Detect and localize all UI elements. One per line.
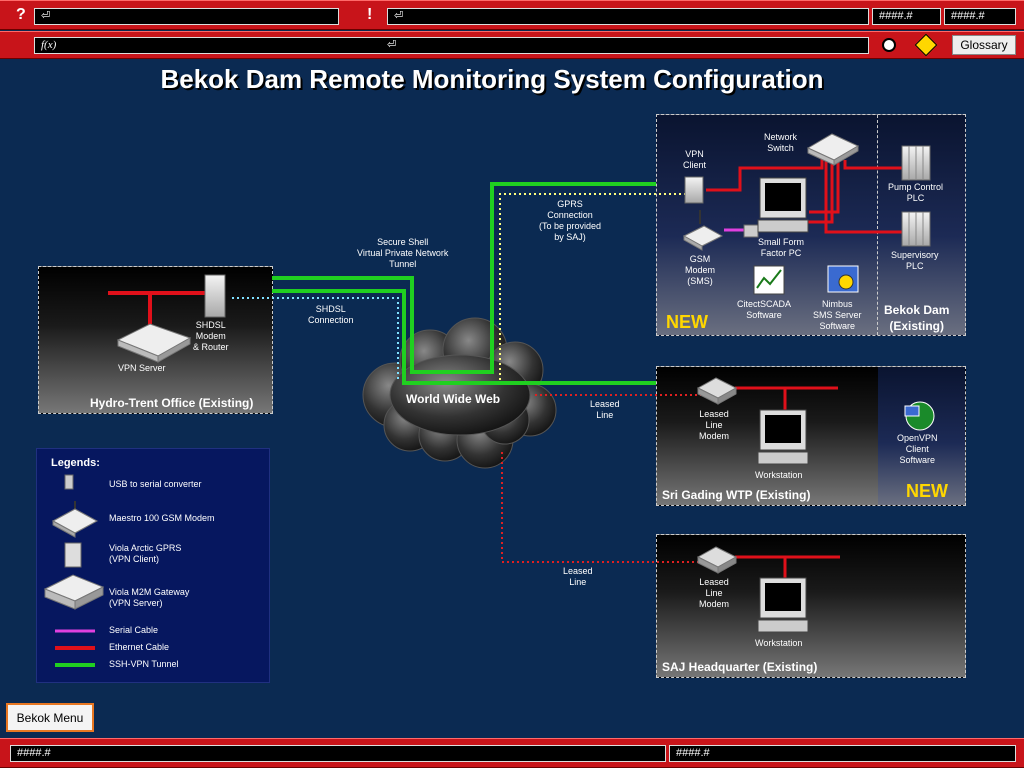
hydro-ethernet bbox=[108, 291, 205, 330]
bekok-panel-title: Bekok Dam (Existing) bbox=[884, 303, 950, 333]
legend-item-ethernet: Ethernet Cable bbox=[109, 642, 170, 652]
vpn-client-legend-icon bbox=[64, 542, 82, 568]
legend-symbols bbox=[43, 474, 105, 667]
legend-item-gsm: Maestro 100 GSM Modem bbox=[109, 513, 215, 523]
saj-panel-title: SAJ Headquarter (Existing) bbox=[662, 660, 818, 674]
supervisory-plc-label: Supervisory PLC bbox=[891, 250, 939, 271]
help-icon[interactable]: ? bbox=[16, 6, 26, 23]
shdsl-modem-device bbox=[204, 274, 226, 318]
cloud-label: World Wide Web bbox=[406, 392, 501, 406]
fx-icon: f(x) bbox=[41, 39, 57, 51]
saj-modem-label: Leased Line Modem bbox=[699, 577, 730, 609]
legend-item-vpn-client: Viola Arctic GPRS (VPN Client) bbox=[109, 543, 182, 564]
status-field-left[interactable]: ⏎ bbox=[34, 8, 339, 25]
saj-workstation-device bbox=[757, 577, 809, 633]
shdsl-connection-label: SHDSL Connection bbox=[308, 304, 354, 325]
legend-item-vpn-server: Viola M2M Gateway (VPN Server) bbox=[109, 587, 190, 608]
leased-line-label-1: Leased Line bbox=[590, 399, 620, 420]
saj-leased-modem-device bbox=[696, 546, 738, 574]
shdsl-modem-label: SHDSL Modem & Router bbox=[193, 320, 229, 352]
nimbus-label: Nimbus SMS Server Software bbox=[813, 299, 862, 331]
alarm-clock-icon[interactable] bbox=[882, 38, 896, 52]
sri-new-badge: NEW bbox=[906, 481, 948, 501]
expression-field[interactable]: f(x) ⏎ bbox=[34, 37, 869, 54]
status-field-center[interactable]: ⏎ bbox=[387, 8, 869, 25]
nimbus-icon bbox=[827, 265, 859, 293]
bekok-new-badge: NEW bbox=[666, 312, 708, 332]
gprs-connection-label: GPRS Connection (To be provided by SAJ) bbox=[539, 199, 602, 242]
legend-panel: Legends: USB to serial converter Maestro… bbox=[36, 448, 270, 683]
sri-ethernet bbox=[735, 386, 838, 410]
shdsl-connection bbox=[232, 297, 399, 380]
readout-1: ####.# bbox=[872, 8, 941, 25]
alarm-icon[interactable]: ! bbox=[367, 6, 373, 23]
bottom-bar: ####.# ####.# bbox=[0, 738, 1024, 768]
page-title: Bekok Dam Remote Monitoring System Confi… bbox=[160, 64, 824, 94]
legend-heading: Legends: bbox=[51, 457, 100, 469]
leased-line-2 bbox=[501, 452, 705, 563]
vpn-server-label: VPN Server bbox=[118, 363, 166, 373]
pump-plc-device bbox=[901, 145, 931, 181]
legend-item-tunnel: SSH-VPN Tunnel bbox=[109, 659, 179, 669]
hydro-panel-title: Hydro-Trent Office (Existing) bbox=[90, 396, 254, 410]
glossary-button[interactable]: Glossary bbox=[952, 35, 1016, 55]
vpn-client-label: VPN Client bbox=[683, 149, 707, 170]
second-bar: f(x) ⏎ Glossary bbox=[0, 31, 1024, 59]
gsm-modem-label: GSM Modem (SMS) bbox=[685, 254, 716, 286]
pump-plc-label: Pump Control PLC bbox=[888, 182, 944, 203]
top-bar: ? ⏎ ! ⏎ ####.# ####.# bbox=[0, 0, 1024, 30]
openvpn-label: OpenVPN Client Software bbox=[897, 433, 938, 465]
sri-leased-modem-device bbox=[696, 377, 738, 405]
legend-item-usb: USB to serial converter bbox=[109, 479, 202, 489]
usb-serial-legend-icon bbox=[64, 474, 74, 490]
bottom-readout-left: ####.# bbox=[10, 745, 666, 762]
vpn-server-device bbox=[116, 323, 192, 363]
usb-serial-converter-device bbox=[743, 224, 759, 238]
ssh-tunnel-line bbox=[272, 182, 656, 374]
citect-label: CitectSCADA Software bbox=[737, 299, 792, 320]
legend-item-serial: Serial Cable bbox=[109, 625, 159, 635]
sri-panel-title: Sri Gading WTP (Existing) bbox=[662, 488, 811, 502]
gsm-modem-legend-icon bbox=[51, 501, 99, 538]
leased-line-label-2: Leased Line bbox=[563, 566, 593, 587]
openvpn-icon bbox=[904, 401, 935, 431]
internet-cloud bbox=[362, 317, 557, 469]
vpn-client-device bbox=[684, 176, 704, 204]
saj-ethernet bbox=[735, 555, 840, 578]
panel-openvpn bbox=[878, 367, 965, 505]
readout-2: ####.# bbox=[944, 8, 1016, 25]
sri-modem-label: Leased Line Modem bbox=[699, 409, 730, 441]
supervisory-plc-device bbox=[901, 211, 931, 247]
network-switch-label: Network Switch bbox=[764, 132, 798, 153]
gprs-connection bbox=[499, 193, 690, 380]
network-switch-device bbox=[806, 133, 860, 166]
ssh-tunnel-label: Secure Shell Virtual Private Network Tun… bbox=[357, 237, 449, 269]
vpn-server-legend-icon bbox=[43, 574, 105, 610]
expression-text: ⏎ bbox=[387, 39, 397, 51]
ssh-tunnel-line bbox=[272, 289, 656, 385]
sri-workstation-label: Workstation bbox=[755, 470, 803, 480]
bekok-ethernet bbox=[706, 158, 908, 234]
citect-icon bbox=[753, 265, 785, 295]
sri-workstation-device bbox=[757, 409, 809, 465]
bekok-plc-divider bbox=[877, 115, 879, 335]
bekok-menu-button[interactable]: Bekok Menu bbox=[6, 703, 94, 732]
pc-label: Small Form Factor PC bbox=[758, 237, 805, 258]
bottom-readout-right: ####.# bbox=[669, 745, 1016, 762]
small-form-pc-device bbox=[757, 177, 809, 233]
saj-workstation-label: Workstation bbox=[755, 638, 803, 648]
gsm-modem-device bbox=[682, 210, 724, 251]
